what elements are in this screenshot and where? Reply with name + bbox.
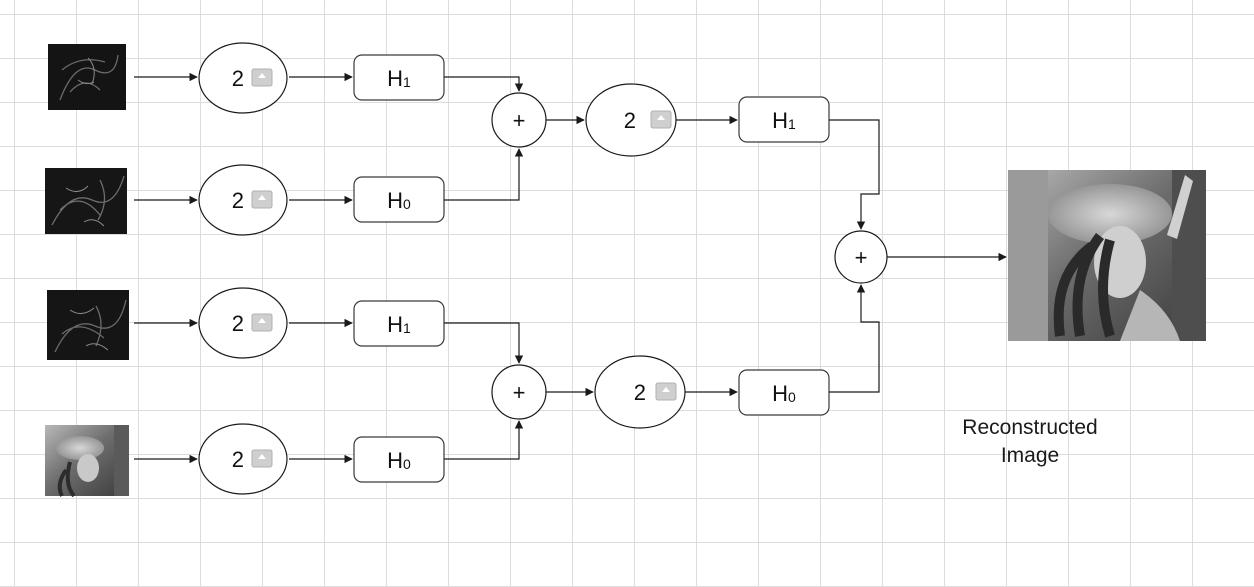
filter-label: H bbox=[387, 66, 403, 91]
upsample-factor: 2 bbox=[232, 311, 244, 336]
filter-h1-bottom: H1 bbox=[353, 300, 445, 347]
filter-label: H bbox=[772, 381, 788, 406]
svg-text:H0: H0 bbox=[387, 188, 411, 213]
upsample-factor: 2 bbox=[624, 108, 636, 133]
plus-icon: + bbox=[513, 380, 526, 405]
subband-image-2 bbox=[45, 168, 127, 234]
filter-label: H bbox=[387, 312, 403, 337]
svg-text:H0: H0 bbox=[387, 448, 411, 473]
filter-subscript: 1 bbox=[403, 74, 411, 90]
filter-subscript: 0 bbox=[403, 196, 411, 212]
connectors bbox=[134, 72, 1007, 464]
filter-subscript: 1 bbox=[403, 320, 411, 336]
reconstructed-image bbox=[1008, 170, 1206, 341]
upsampler-2: 2 bbox=[198, 164, 288, 236]
upsampler-5: 2 bbox=[585, 83, 677, 157]
svg-text:H0: H0 bbox=[772, 381, 796, 406]
svg-text:H1: H1 bbox=[387, 312, 411, 337]
adder-bottom: + bbox=[491, 364, 547, 420]
caption-line-1: Reconstructed bbox=[962, 416, 1098, 439]
filter-label: H bbox=[387, 188, 403, 213]
upsampler-4: 2 bbox=[198, 423, 288, 495]
filter-h0-top: H0 bbox=[353, 176, 445, 223]
upsample-factor: 2 bbox=[232, 66, 244, 91]
filter-subscript: 0 bbox=[788, 389, 796, 405]
reconstructed-image-caption: Reconstructed Image bbox=[920, 414, 1140, 470]
filter-h0-bottom: H0 bbox=[353, 436, 445, 483]
filter-label: H bbox=[387, 448, 403, 473]
filter-subscript: 1 bbox=[788, 116, 796, 132]
upsampler-6: 2 bbox=[594, 355, 686, 429]
upsample-factor: 2 bbox=[634, 380, 646, 405]
plus-icon: + bbox=[855, 245, 868, 270]
filter-subscript: 0 bbox=[403, 456, 411, 472]
svg-text:H1: H1 bbox=[772, 108, 796, 133]
adder-final: + bbox=[834, 230, 888, 284]
adder-top: + bbox=[491, 92, 547, 148]
svg-text:H1: H1 bbox=[387, 66, 411, 91]
plus-icon: + bbox=[513, 108, 526, 133]
caption-line-2: Image bbox=[1000, 444, 1060, 467]
filter-label: H bbox=[772, 108, 788, 133]
filter-h1-stage2: H1 bbox=[738, 96, 830, 143]
approximation-image bbox=[45, 425, 129, 498]
upsample-factor: 2 bbox=[232, 447, 244, 472]
upsample-factor: 2 bbox=[232, 188, 244, 213]
subband-image-3 bbox=[47, 290, 129, 360]
upsampler-1: 2 bbox=[198, 42, 288, 114]
subband-image-1 bbox=[48, 44, 126, 110]
filter-h0-stage2: H0 bbox=[738, 369, 830, 416]
upsampler-3: 2 bbox=[198, 287, 288, 359]
filter-h1-top: H1 bbox=[353, 54, 445, 101]
